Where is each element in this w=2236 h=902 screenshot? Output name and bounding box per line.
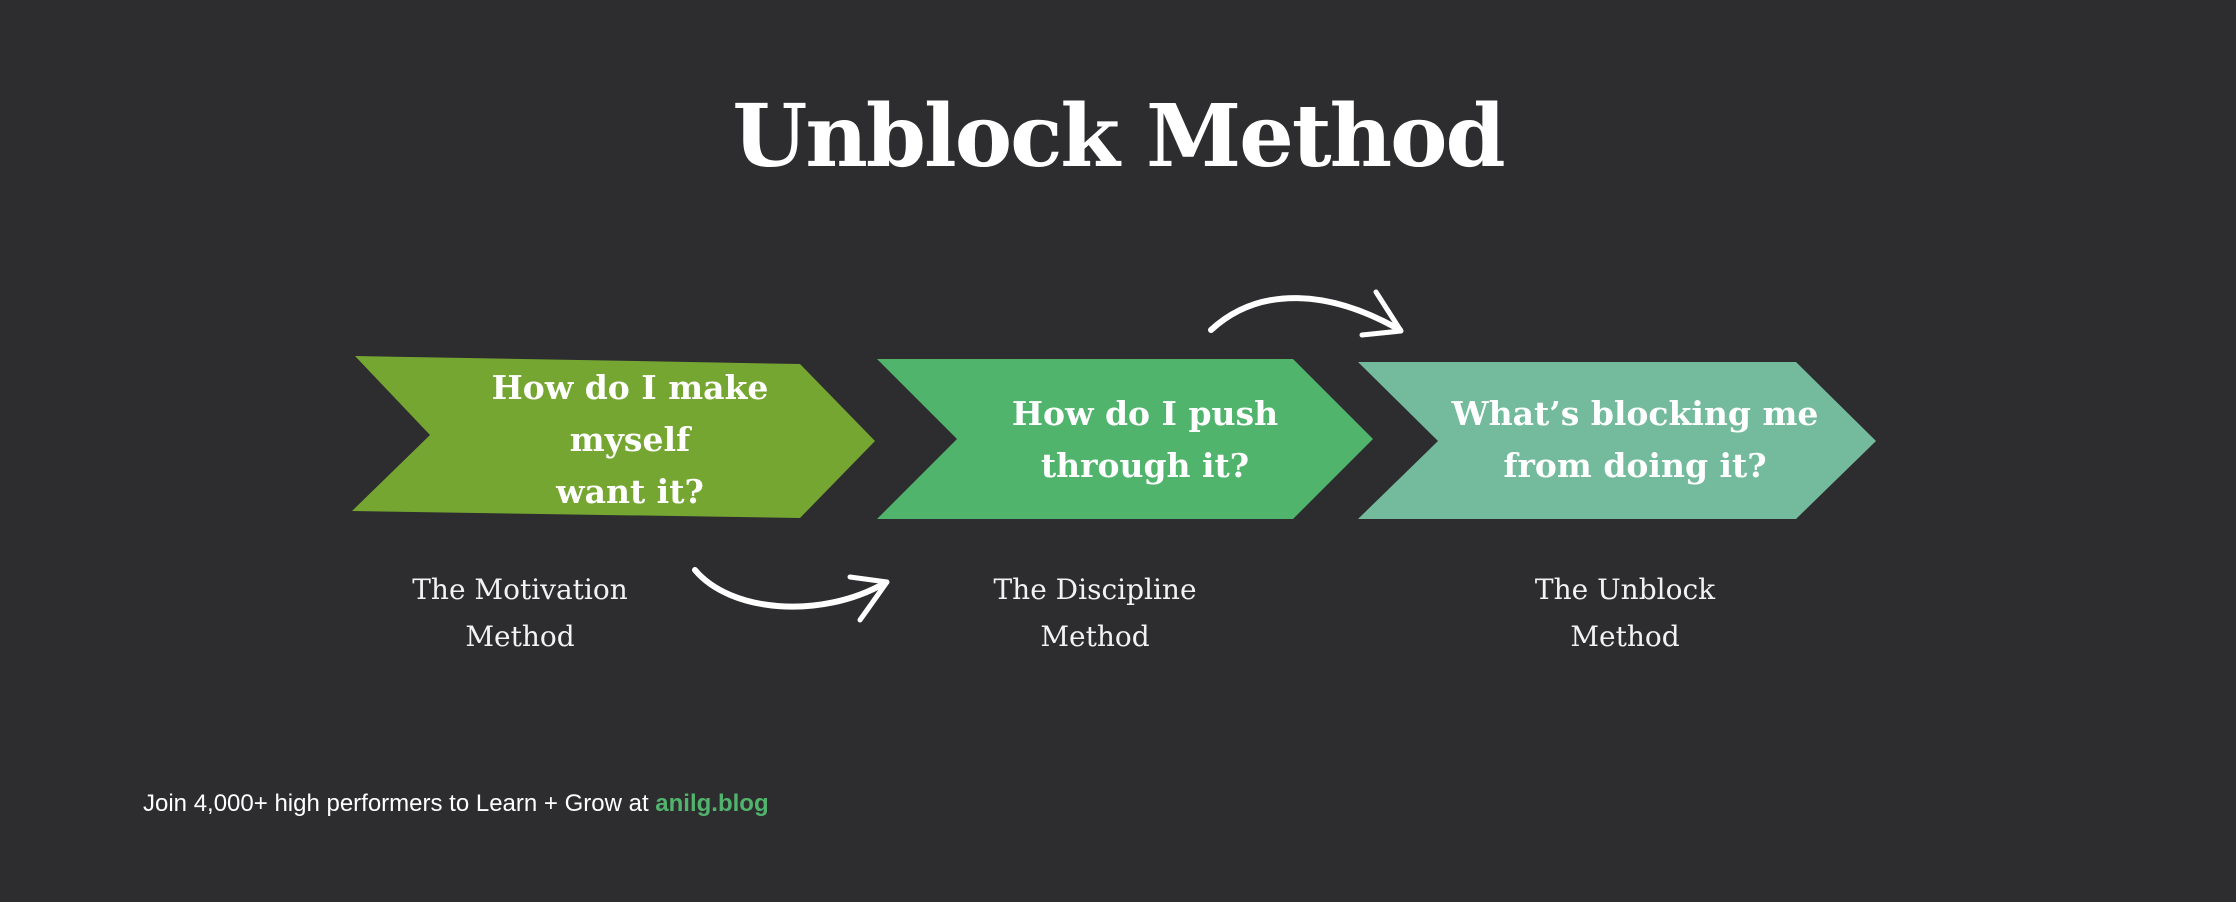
footer-text: Join 4,000+ high performers to Learn + G… xyxy=(143,790,656,817)
step-3-method-line-2: Method xyxy=(1570,620,1680,653)
step-3-method-line-1: The Unblock xyxy=(1534,573,1716,606)
step-3-question-line-1: What’s blocking me xyxy=(1451,394,1819,433)
step-2-method-label: The Discipline Method xyxy=(935,566,1255,660)
step-3-question-line-2: from doing it? xyxy=(1503,446,1767,485)
step-1-question: How do I make myself want it? xyxy=(430,368,830,511)
step-2-method-line-1: The Discipline xyxy=(993,573,1197,606)
footer-link[interactable]: anilg.blog xyxy=(655,790,769,817)
step-1-question-line-2: want it? xyxy=(556,472,704,511)
step-1-method-line-2: Method xyxy=(465,620,575,653)
page-title: Unblock Method xyxy=(732,86,1505,187)
step-1-method-label: The Motivation Method xyxy=(360,566,680,660)
step-3-chevron xyxy=(1358,362,1876,519)
footer: Join 4,000+ high performers to Learn + G… xyxy=(143,790,769,818)
step-1-question-line-1: How do I make myself xyxy=(491,368,769,459)
step-2-question-line-1: How do I push xyxy=(1011,394,1279,433)
curved-arrow-icon xyxy=(692,567,890,623)
step-3-method-label: The Unblock Method xyxy=(1465,566,1785,660)
step-2-method-line-2: Method xyxy=(1040,620,1150,653)
step-3-question: What’s blocking me from doing it? xyxy=(1430,385,1840,495)
step-2-chevron xyxy=(877,359,1373,519)
curved-arrow-icon xyxy=(1208,289,1404,338)
step-1-method-line-1: The Motivation xyxy=(412,573,628,606)
step-2-question: How do I push through it? xyxy=(960,385,1330,495)
step-1-chevron xyxy=(352,356,875,518)
step-2-question-line-2: through it? xyxy=(1040,446,1250,485)
